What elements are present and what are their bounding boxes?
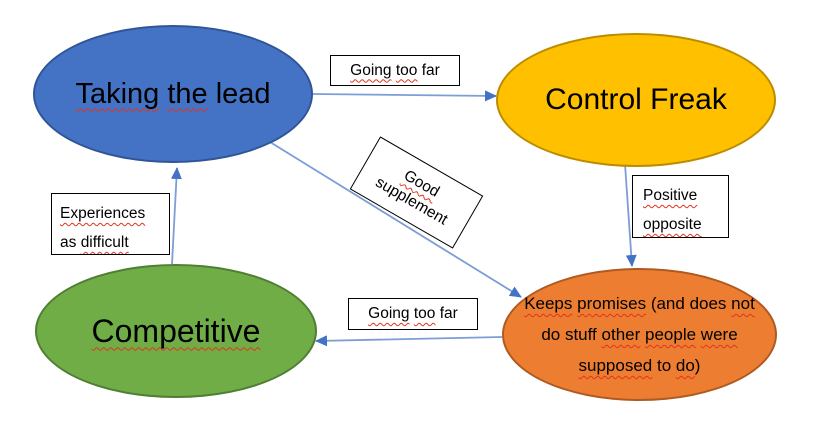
misspelled-text-segment: Experiences xyxy=(60,205,146,222)
misspelled-text-segment: promises xyxy=(577,294,647,313)
node-label-line: supposed to do) xyxy=(504,350,775,381)
node-label-line: Keeps promises (and does not xyxy=(504,288,775,319)
text-segment: lead xyxy=(207,77,271,110)
edge-label-line: as difficult xyxy=(60,228,169,254)
connector-control-to-keeps xyxy=(624,163,637,267)
misspelled-text-segment: Taking xyxy=(75,77,160,110)
edge-label-line: Going too far xyxy=(350,62,440,80)
node-label-line: do stuff other people were xyxy=(504,319,775,350)
node-control-freak-label: Control Freak xyxy=(498,83,774,117)
misspelled-text-segment: opposite xyxy=(643,216,702,233)
misspelled-text-segment: supposed xyxy=(578,356,653,375)
node-keeps-promises-label: Keeps promises (and does not do stuff ot… xyxy=(504,288,775,381)
connector-competitive-to-taking xyxy=(170,167,182,265)
text-segment: to xyxy=(652,356,676,375)
connector-taking-to-keeps xyxy=(269,141,522,298)
misspelled-text-segment: not xyxy=(731,294,755,313)
edge-label-line: Positive xyxy=(643,181,728,210)
node-competitive-label: Competitive xyxy=(37,313,315,350)
text-segment: (and does xyxy=(646,294,732,313)
text-segment: ) xyxy=(694,356,701,375)
text-segment: Control Freak xyxy=(545,83,727,116)
node-label-line: Control Freak xyxy=(498,83,774,117)
text-segment: do stuff xyxy=(541,325,602,344)
edge-label-positive-opposite: Positive opposite xyxy=(632,175,729,238)
node-taking-the-lead: Taking the lead xyxy=(33,25,313,163)
connector-taking-to-control xyxy=(312,90,497,102)
misspelled-text-segment: difficult xyxy=(80,234,129,251)
node-competitive: Competitive xyxy=(35,264,317,398)
misspelled-text-segment: the xyxy=(167,77,208,110)
node-control-freak: Control Freak xyxy=(496,33,776,167)
node-label-line: Competitive xyxy=(37,313,315,350)
misspelled-text-segment: Competitive xyxy=(91,312,261,349)
edge-label-line: Experiences xyxy=(60,199,169,228)
misspelled-text-segment: Going xyxy=(350,61,392,79)
edge-label-line: Going too far xyxy=(368,305,458,323)
node-taking-the-lead-label: Taking the lead xyxy=(35,78,311,111)
misspelled-text-segment: do xyxy=(675,356,695,375)
edge-label-line: opposite xyxy=(643,210,728,237)
node-label-line: Taking the lead xyxy=(35,78,311,111)
text-segment: far xyxy=(417,61,440,79)
misspelled-text-segment: too xyxy=(395,61,418,79)
edge-label-experiences-as-difficult: Experiences as difficult xyxy=(51,193,170,255)
misspelled-text-segment: people xyxy=(645,325,697,344)
text-segment: as xyxy=(60,234,81,251)
misspelled-text-segment: too xyxy=(413,305,436,322)
misspelled-text-segment: other xyxy=(601,325,641,344)
connector-keeps-to-competitive xyxy=(315,335,503,347)
misspelled-text-segment: were xyxy=(700,325,738,344)
misspelled-text-segment: Positive xyxy=(643,187,698,204)
edge-label-going-too-far-top: Going too far xyxy=(330,55,460,86)
node-keeps-promises: Keeps promises (and does not do stuff ot… xyxy=(502,268,777,401)
edge-label-going-too-far-bottom: Going too far xyxy=(348,298,478,330)
misspelled-text-segment: Going xyxy=(368,305,410,322)
text-segment: far xyxy=(435,305,458,322)
misspelled-text-segment: Keeps xyxy=(524,294,573,313)
